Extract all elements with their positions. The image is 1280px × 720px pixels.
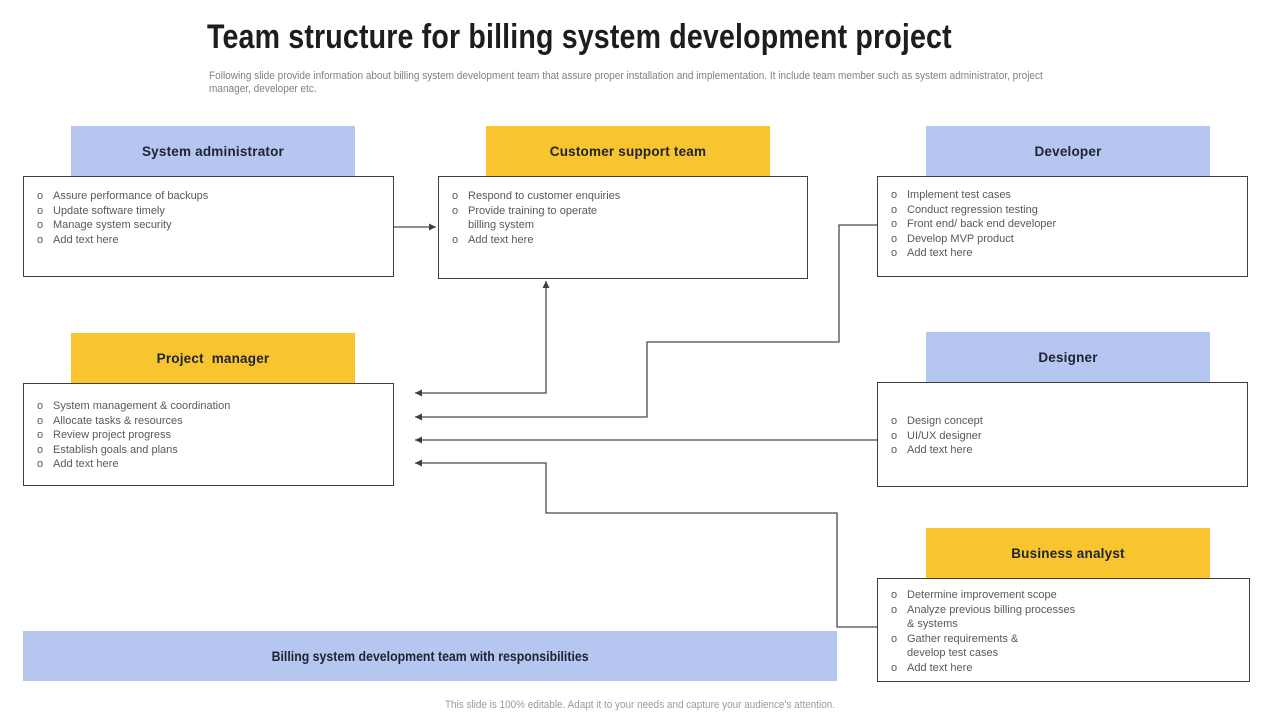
bullet-marker: o xyxy=(37,414,44,427)
connector-businessanalyst-to-projectmanager xyxy=(415,459,877,628)
team-box-title: Business analyst xyxy=(1011,545,1125,561)
bullet-marker: o xyxy=(891,415,898,427)
page-subtitle: Following slide provide information abou… xyxy=(209,70,1043,95)
bullet-marker: o xyxy=(891,632,898,645)
bullet-marker: o xyxy=(891,189,898,201)
team-box-title: Designer xyxy=(1038,349,1098,365)
team-box-header: Developer xyxy=(926,126,1210,176)
bullet-marker: o xyxy=(37,233,44,246)
team-box-header: Designer xyxy=(926,332,1210,382)
team-box-header: Project manager xyxy=(71,333,355,383)
team-box-title: System administrator xyxy=(141,143,285,159)
bullet-marker: o xyxy=(891,661,898,674)
team-box-header: Business analyst xyxy=(926,528,1210,578)
bullet-marker: o xyxy=(37,429,44,441)
team-box-title: Customer support team xyxy=(549,143,707,159)
bullet-marker: o xyxy=(37,204,44,217)
bullet-marker: o xyxy=(891,232,898,245)
connector-customersupport-projectmanager xyxy=(415,281,550,397)
bullet-marker: o xyxy=(37,458,44,470)
bullet-marker: o xyxy=(891,203,898,216)
footer-note: This slide is 100% editable. Adapt it to… xyxy=(444,699,836,711)
team-box-title: Developer xyxy=(1034,143,1102,159)
team-box-header: Customer support team xyxy=(486,126,770,176)
bullet-marker: o xyxy=(37,443,44,456)
bullet-marker: o xyxy=(891,429,898,442)
bullet-marker: o xyxy=(891,247,898,259)
bullet-marker: o xyxy=(37,219,44,231)
bottom-banner: Billing system development team with res… xyxy=(23,631,837,681)
page-title: Team structure for billing system develo… xyxy=(207,18,952,56)
bottom-banner-label: Billing system development team with res… xyxy=(271,648,589,664)
bullet-marker: o xyxy=(891,589,898,601)
bullet-marker: o xyxy=(452,233,459,246)
bullet-marker: o xyxy=(37,400,44,412)
team-box-title: Project manager xyxy=(156,350,270,366)
team-box-header: System administrator xyxy=(71,126,355,176)
bullet-marker: o xyxy=(452,204,459,217)
bullet-marker: o xyxy=(891,444,898,456)
bullet-marker: o xyxy=(891,218,898,230)
bullet-marker: o xyxy=(37,190,44,202)
bullet-marker: o xyxy=(452,190,459,202)
bullet-marker: o xyxy=(891,603,898,616)
